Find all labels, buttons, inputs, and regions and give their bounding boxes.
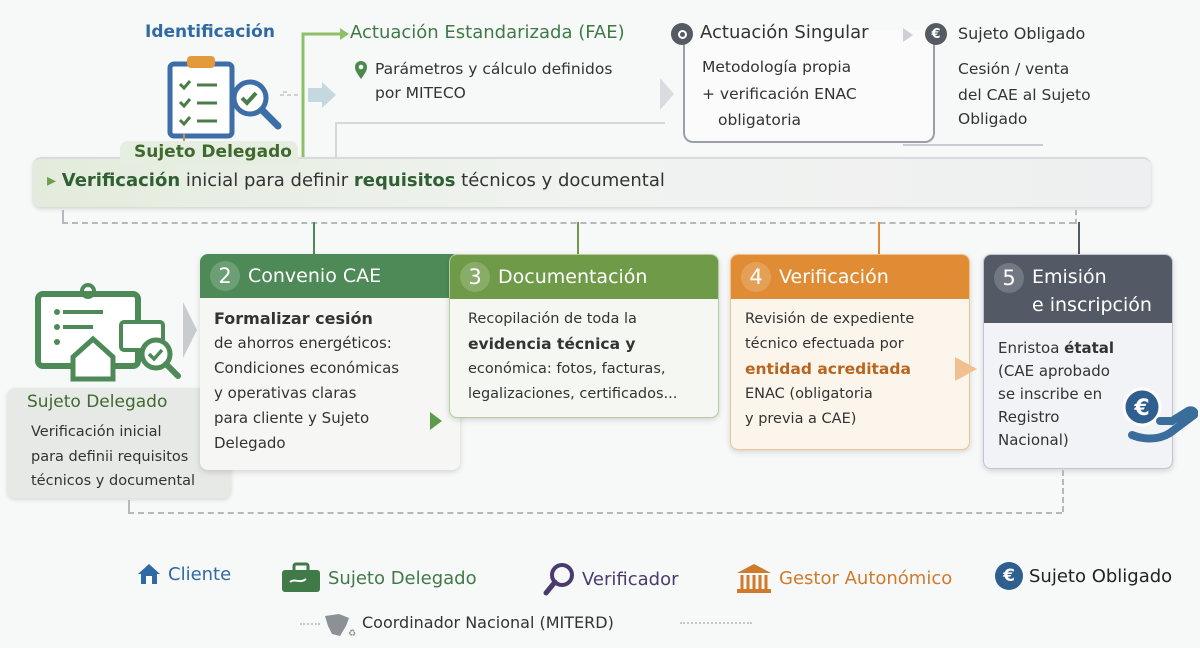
spain-map-icon: ♻ [325,614,356,638]
location-pin-icon [355,61,367,79]
step-card-verificacion: 4 Verificación Revisión de expediente téc… [730,254,970,450]
sujeto-delegado-tab: Sujeto Delegado [134,142,292,162]
step-line: económica: fotos, facturas, [468,361,666,377]
step-line: Enristoa [998,339,1065,357]
step-line: Delegado [214,434,286,452]
step-line: Revisión de expediente [745,311,915,327]
step-number: 3 [460,262,490,292]
step-line: y previa a CAE) [745,411,857,427]
fae-text-1: Parámetros y cálculo definidos [375,60,613,78]
step-title: Convenio CAE [248,265,382,287]
fae-title: Actuación Estandarizada (FAE) [350,22,625,43]
identificacion-label: Identificación [145,22,275,42]
left-text-2: para definii requisitos [31,449,189,465]
step-card-documentacion: 3 Documentación Recopilación de toda la e… [449,254,719,418]
step-line: para cliente y Sujeto [214,409,370,427]
step-line: Condiciones económicas [214,359,400,377]
obligado-text-3: Obligado [958,110,1028,128]
singular-text-1: Metodología propia [702,58,852,76]
legend-verificador: Verificador [542,562,679,596]
briefcase-icon [282,562,320,592]
step-card-emision: 5 Emisión e inscripción Enristoa étatal (… [983,254,1173,469]
target-icon [671,23,693,45]
step-title: Verificación [779,266,889,288]
singular-text-2: + verificación ENAC [702,85,857,103]
step-title-2: e inscripción [1032,294,1152,316]
euro-hand-icon: € [1122,387,1198,443]
clipboard-house-icon [35,283,197,382]
arrow-right-icon [280,82,336,108]
legend-sujeto-obligado: € Sujeto Obligado [995,562,1172,590]
step-card-convenio: 2 Convenio CAE Formalizar cesión de ahorr… [200,254,460,470]
legend-cliente: Cliente [136,562,231,586]
banner-text: ▸ Verificación inicial para definir requ… [47,170,665,191]
verification-banner [33,157,1151,207]
step-line: ENAC (obligatoria [745,386,873,402]
step-line: se inscribe en [998,385,1103,403]
house-icon [138,564,160,584]
left-text-3: técnicos y documental [31,473,196,489]
legend-coordinador: Coordinador Nacional (MITERD) [362,613,614,632]
step-line: entidad acreditada [745,360,911,378]
step-number: 5 [994,263,1024,293]
singular-box [683,30,935,143]
left-title: Sujeto Delegado [27,392,168,412]
step-line: Registro [998,408,1060,426]
step-line: Nacional) [998,431,1069,449]
step-line: Formalizar cesión [214,309,373,328]
left-sujeto-box [7,388,231,498]
singular-text-3: obligatoria [718,111,802,129]
sujeto-delegado-tab-bg [120,141,298,165]
step-title: Documentación [498,266,648,288]
svg-text:€: € [1133,396,1149,421]
fae-text-2: por MITECO [375,84,466,102]
legend-gestor: Gestor Autonómico [735,562,952,594]
step-line: y operativas claras [214,384,357,402]
euro-coin-icon: € [995,562,1023,590]
step-number: 2 [210,261,240,291]
obligado-text-1: Cesión / venta [958,60,1070,78]
step-line: evidencia técnica y [468,335,636,353]
clipboard-search-icon [167,56,290,139]
step-line: Recopilación de toda la [468,311,637,327]
magnifier-icon [543,563,574,596]
svg-text:♻: ♻ [348,629,356,638]
legend-sujeto-delegado: Sujeto Delegado [280,562,477,594]
obligado-text-2: del CAE al Sujeto [958,86,1091,104]
step-line-bold: étatal [1064,339,1115,357]
step-title: Emisión [1032,266,1107,288]
left-text-1: Verificación inicial [31,424,162,440]
step-line: legalizaciones, certificados... [468,386,678,402]
euro-icon: € [925,23,947,45]
singular-title: Actuación Singular [700,22,869,43]
flow-arrow [301,28,349,160]
building-icon [737,564,771,593]
step-line: técnico efectuada por [745,336,904,352]
step-line: de ahorros energéticos: [214,334,392,352]
step-line: (CAE aprobado [998,362,1110,380]
step-number: 4 [741,262,771,292]
obligado-title: Sujeto Obligado [958,24,1086,43]
